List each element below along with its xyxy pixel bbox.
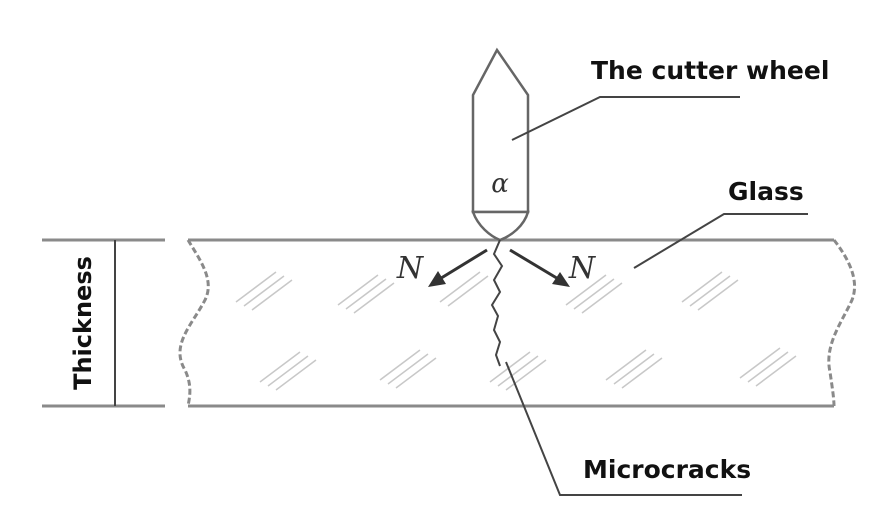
force-left-arrow-shaft <box>437 248 488 282</box>
microcracks-leader <box>505 361 742 496</box>
glass-left-break <box>178 239 210 407</box>
glass-label: Glass <box>728 177 804 206</box>
leader-lines <box>505 96 808 496</box>
force-right-label: N <box>568 251 597 286</box>
cutter-wheel: α <box>471 47 530 242</box>
microcrack-path <box>490 239 504 367</box>
glass-leader <box>633 213 808 269</box>
cutter-wheel-label: The cutter wheel <box>591 56 829 85</box>
glass-hatching <box>235 271 797 391</box>
thickness-label: Thickness <box>69 256 97 390</box>
force-vectors: N N <box>396 248 597 287</box>
glass-plate <box>178 238 857 408</box>
cutter-tip <box>471 210 530 242</box>
force-left-label: N <box>396 251 425 286</box>
cutter-wheel-leader <box>511 96 740 141</box>
glass-right-break <box>827 239 857 407</box>
force-right-arrow-shaft <box>509 248 561 282</box>
angle-symbol: α <box>491 169 509 199</box>
force-left-arrowhead <box>428 271 446 287</box>
microcracks-label: Microcracks <box>583 455 751 484</box>
force-right-arrowhead <box>552 272 570 287</box>
thickness-dimension: Thickness <box>42 238 165 408</box>
